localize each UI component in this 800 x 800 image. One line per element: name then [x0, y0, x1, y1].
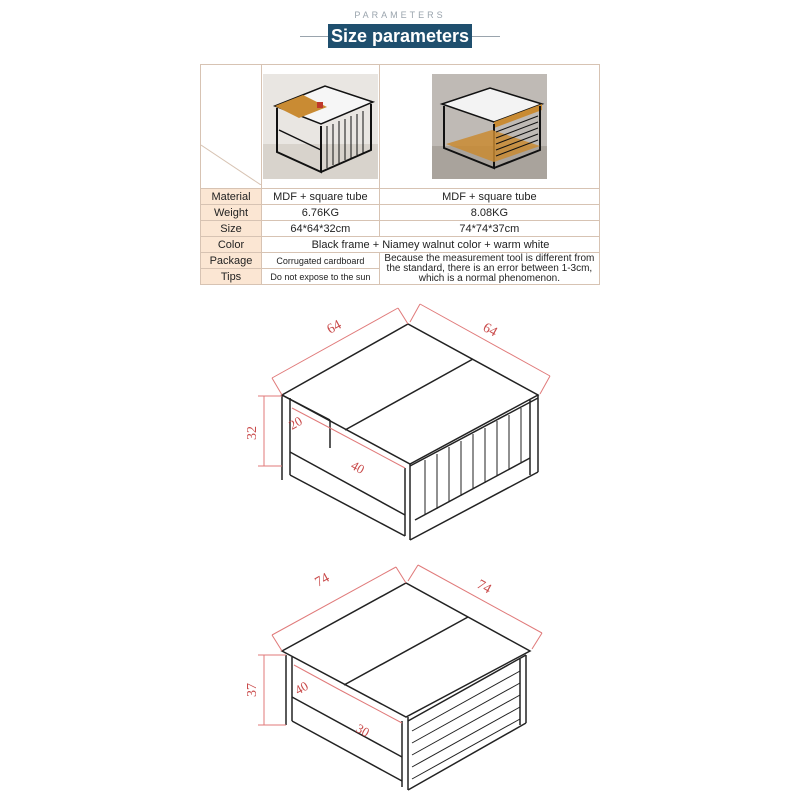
- label-size: Size: [200, 220, 262, 237]
- dim-depth-small: 64: [480, 320, 500, 340]
- dimension-diagram-large: 74 74 37 40 30: [245, 564, 543, 791]
- row-package: Package Corrugated cardboard Because the…: [200, 252, 601, 285]
- tips-value: Do not expose to the sun: [261, 268, 380, 285]
- material-large: MDF + square tube: [378, 188, 601, 205]
- note-line-1: Because the measurement tool is differen…: [384, 252, 595, 264]
- header-line-left: [300, 36, 328, 37]
- label-weight: Weight: [200, 204, 262, 221]
- color-value: Black frame + Niamey walnut color + warm…: [261, 236, 600, 253]
- weight-small: 6.76KG: [261, 204, 380, 221]
- label-material: Material: [200, 188, 262, 205]
- weight-large: 8.08KG: [378, 204, 601, 221]
- label-color: Color: [200, 236, 262, 253]
- size-small: 64*64*32cm: [261, 220, 380, 237]
- row-material: Material MDF + square tube MDF + square …: [200, 188, 601, 205]
- material-small: MDF + square tube: [261, 188, 380, 205]
- photo-cell-large: [378, 64, 601, 189]
- header-subtitle: PARAMETERS: [354, 10, 446, 20]
- note-line-3: which is a normal phenomenon.: [418, 272, 560, 284]
- row-tips: Tips Do not expose to the sun: [200, 268, 600, 285]
- measurement-note: Because the measurement tool is differen…: [378, 252, 601, 285]
- label-tips: Tips: [200, 268, 262, 285]
- dimension-diagram-small: 64 64 32 20 40: [245, 303, 551, 541]
- note-line-2: the standard, there is an error between …: [386, 262, 593, 274]
- photo-cell-small: [261, 64, 380, 189]
- header-line-right: [472, 36, 500, 37]
- dim-shelf-b-large: 30: [354, 721, 373, 740]
- row-weight: Weight 6.76KG 8.08KG: [200, 204, 601, 221]
- table-photo-small: [262, 74, 378, 179]
- dim-depth-large: 74: [474, 577, 494, 597]
- dim-shelf-b-small: 40: [349, 458, 368, 477]
- row-size: Size 64*64*32cm 74*74*37cm: [200, 220, 601, 237]
- label-package: Package: [200, 252, 262, 269]
- dim-shelf-a-large: 40: [292, 678, 311, 697]
- dim-height-large: 37: [245, 683, 260, 697]
- parameters-table: Material MDF + square tube MDF + square …: [200, 64, 601, 285]
- package-value: Corrugated cardboard: [261, 252, 380, 269]
- dim-width-small: 64: [325, 318, 345, 338]
- photo-corner: [200, 64, 262, 189]
- dim-width-large: 74: [313, 571, 333, 591]
- table-photo-large: [431, 74, 547, 179]
- page-title: Size parameters: [328, 24, 472, 48]
- dim-shelf-a-small: 20: [286, 413, 305, 432]
- row-color: Color Black frame + Niamey walnut color …: [200, 236, 600, 253]
- corner-diagonal: [200, 144, 262, 186]
- size-large: 74*74*37cm: [378, 220, 601, 237]
- dim-height-small: 32: [245, 426, 260, 440]
